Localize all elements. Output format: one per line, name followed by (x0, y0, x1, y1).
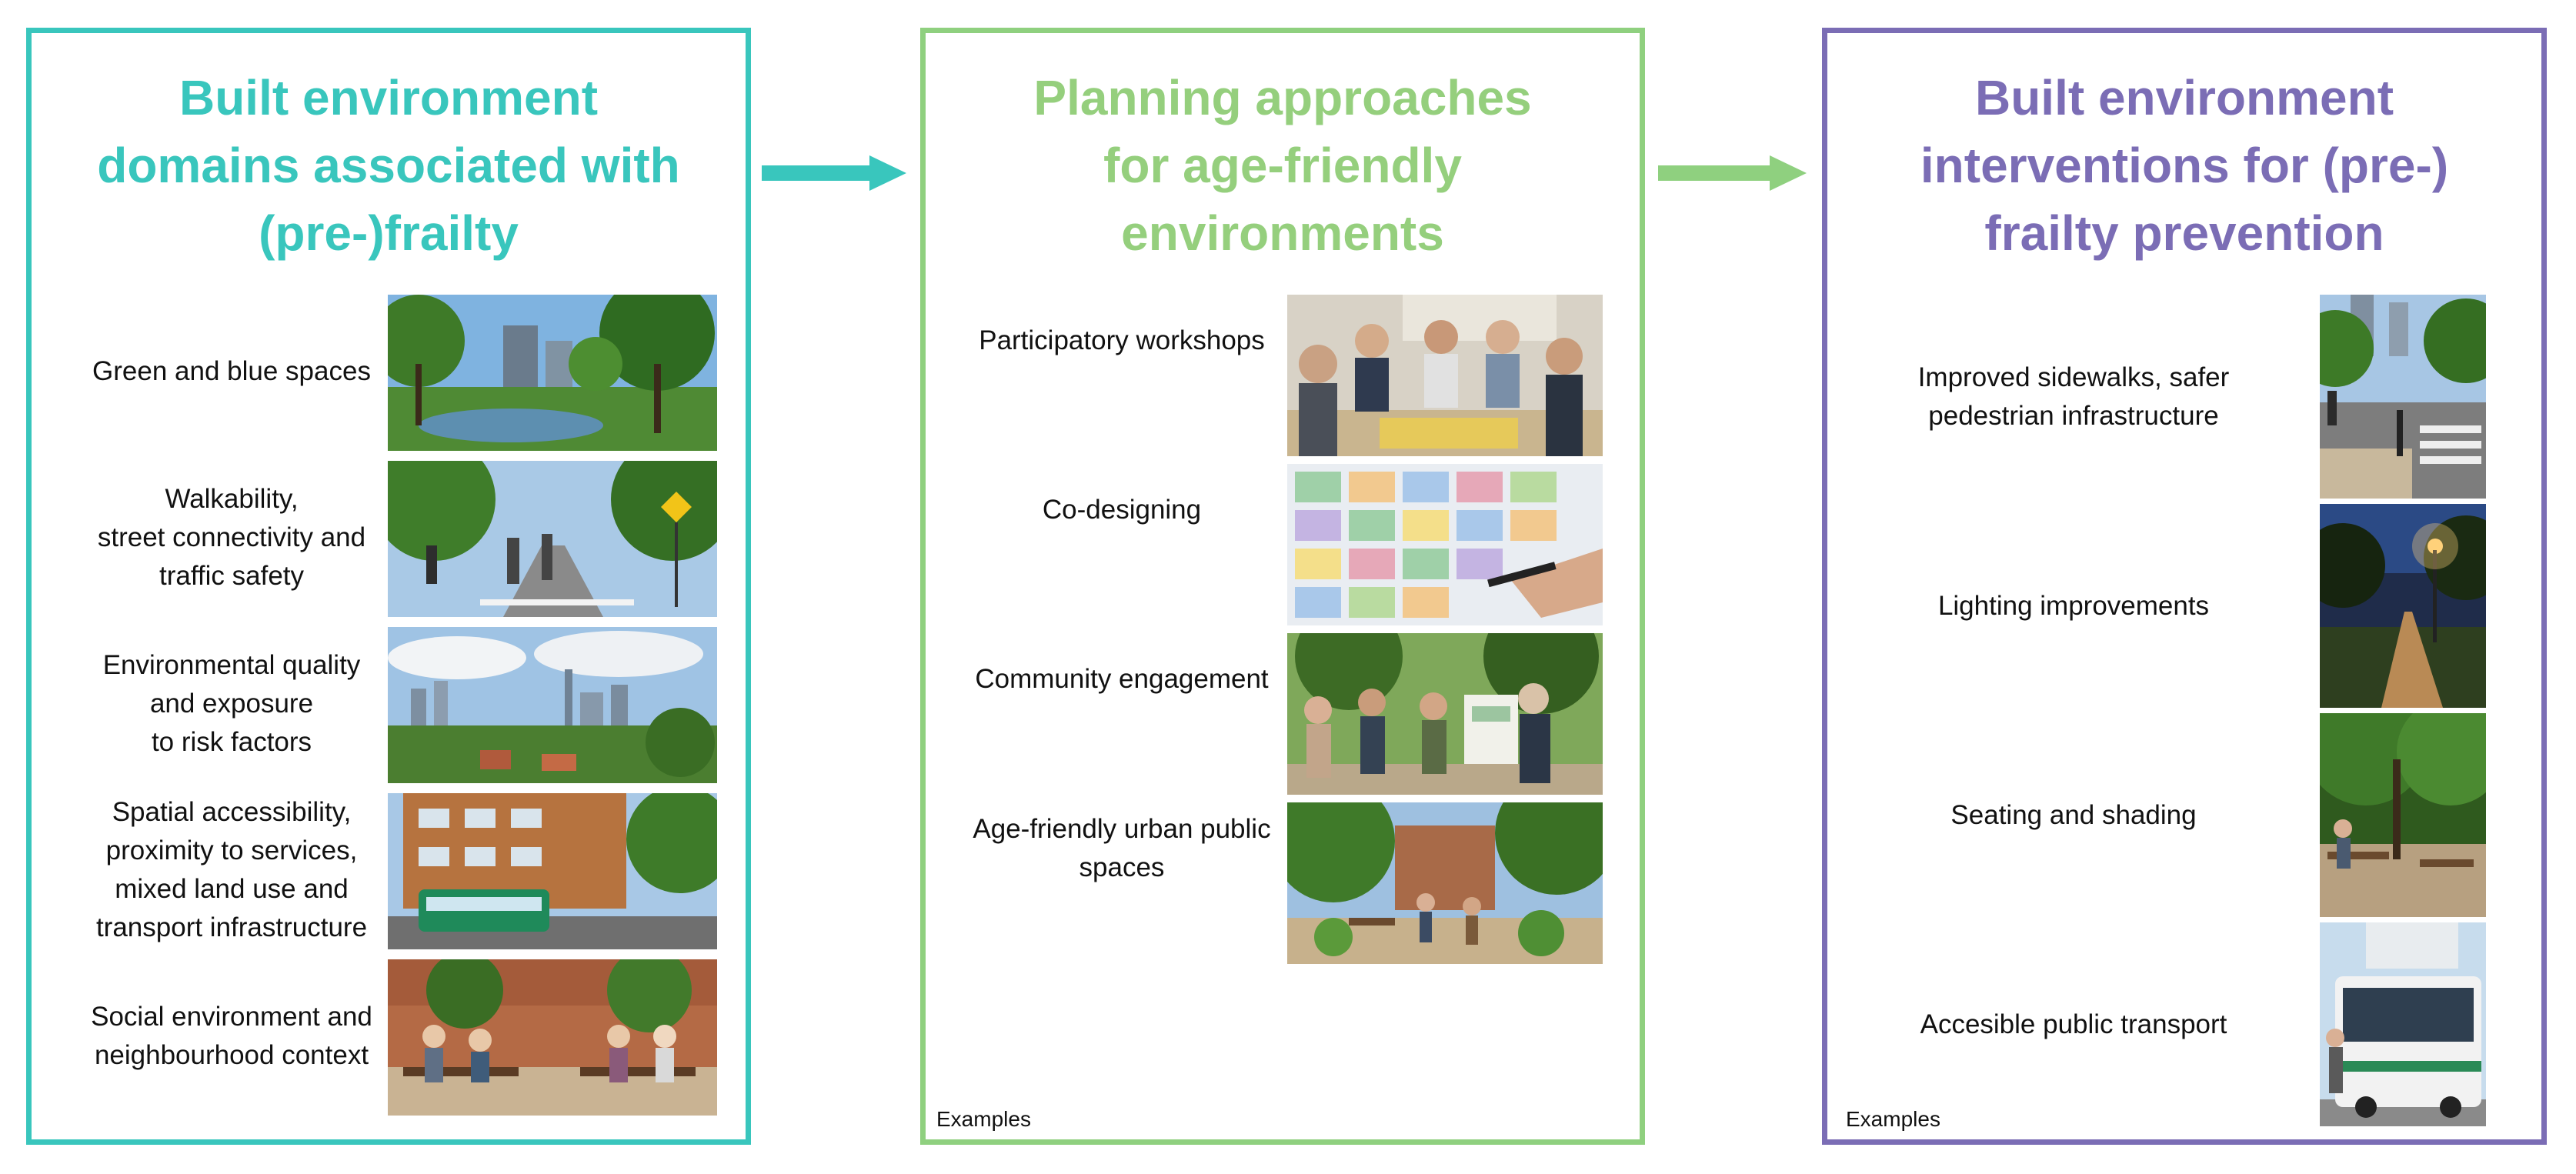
night-path-lights-photo (2320, 504, 2486, 708)
seniors-on-benches-photo (388, 959, 717, 1116)
panel-title-planning: Planning approaches for age-friendly env… (956, 64, 1609, 267)
title-line: (pre-)frailty (259, 205, 519, 261)
panel-domains: Built environment domains associated wit… (26, 28, 751, 1145)
examples-note: Examples (1846, 1107, 1940, 1131)
street-crossing-photo (388, 461, 717, 617)
item-label: Lighting improvements (1937, 590, 2210, 621)
panel-title-domains: Built environment domains associated wit… (62, 64, 715, 267)
item-label: Green and blue spaces (92, 356, 371, 386)
crosswalk-photo (2320, 295, 2486, 499)
item-label: Seating and shading (1950, 799, 2197, 830)
item-label: Co-designing (1042, 495, 1202, 525)
title-line: Planning approaches (1033, 70, 1532, 125)
item-label: Spatial accessibility,proximity to servi… (95, 797, 368, 942)
shaded-bench-photo (2320, 713, 2486, 917)
item-label: Participatory workshops (979, 325, 1265, 355)
title-line: Built environment (1974, 70, 2394, 125)
item-label: Accesible public transport (1920, 1009, 2227, 1039)
bus-street-photo (388, 793, 717, 949)
right-arrow-icon (762, 155, 906, 191)
title-line: domains associated with (97, 138, 680, 193)
title-line: Built environment (179, 70, 599, 125)
panel-planning: Planning approaches for age-friendly env… (920, 28, 1645, 1145)
title-line: interventions for (pre-) (1920, 138, 2449, 193)
map-drawing-photo (1287, 464, 1603, 625)
item-label: Community engagement (975, 664, 1269, 694)
low-floor-bus-photo (2320, 922, 2486, 1126)
examples-note: Examples (936, 1107, 1031, 1131)
panel-interventions: Built environment interventions for (pre… (1822, 28, 2547, 1145)
right-arrow-icon (1658, 155, 1807, 191)
city-skyline-photo (388, 627, 717, 783)
title-line: for age-friendly (1103, 138, 1462, 193)
title-line: environments (1121, 205, 1444, 261)
panel-title-interventions: Built environment interventions for (pre… (1858, 64, 2511, 267)
community-meeting-photo (1287, 633, 1603, 795)
public-plaza-photo (1287, 802, 1603, 964)
title-line: frailty prevention (1984, 205, 2384, 261)
park-with-pond-photo (388, 295, 717, 451)
workshop-table-photo (1287, 295, 1603, 456)
